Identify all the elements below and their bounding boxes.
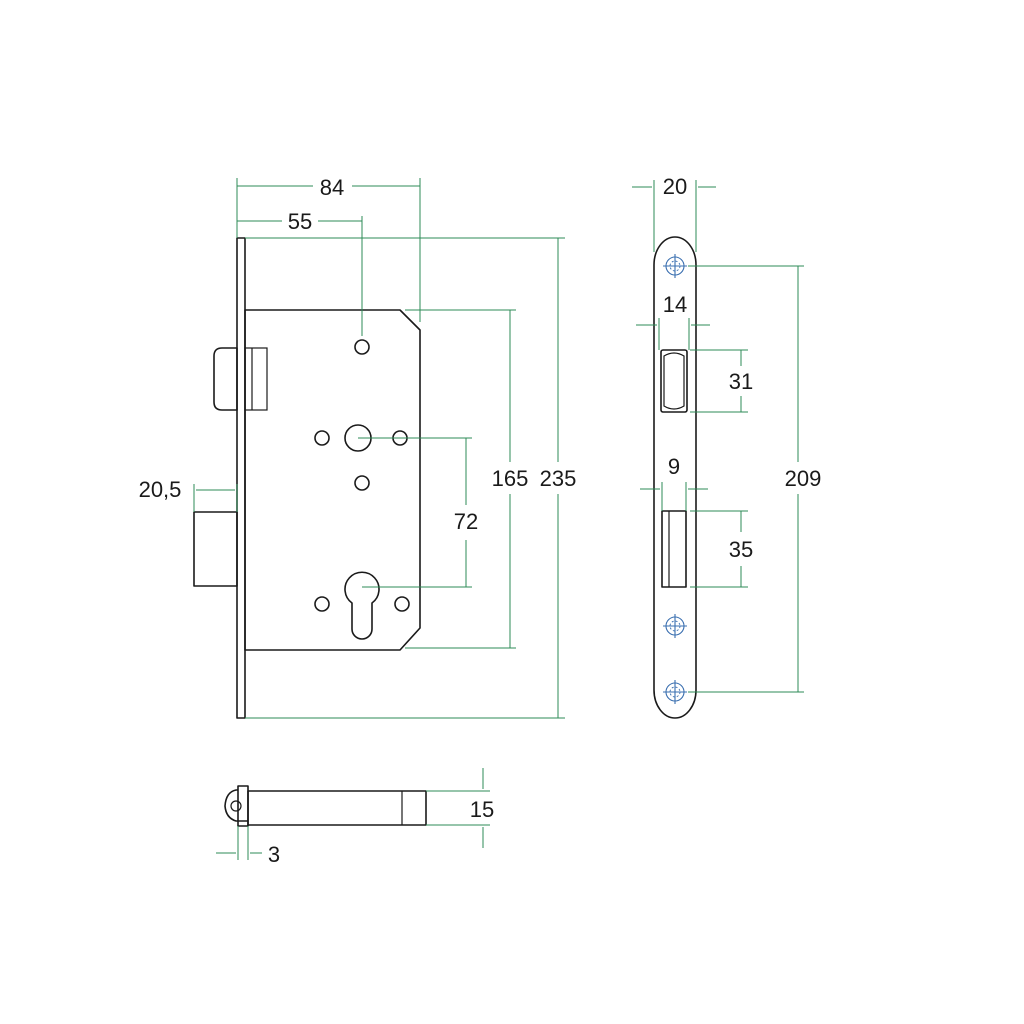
side-faceplate (653, 236, 697, 719)
latch-bolt (213, 347, 238, 411)
dim-55-label: 55 (288, 209, 312, 234)
front-faceplate (236, 237, 246, 719)
dim-20-label: 20 (663, 174, 687, 199)
dim-31-label: 31 (729, 369, 753, 394)
bottom-screw-icon (663, 680, 687, 704)
dim-3-label: 3 (268, 842, 280, 867)
top-screw-icon (663, 254, 687, 278)
lower-left-hole (314, 596, 330, 612)
bottom-hook (224, 789, 248, 822)
dim-72-label: 72 (454, 509, 478, 534)
dim-14-label: 14 (663, 292, 687, 317)
bottom-plate (237, 785, 249, 827)
top-hole (354, 339, 370, 355)
side-dimensions: 20 14 31 9 35 209 (632, 174, 822, 693)
latch-bolt-housing (244, 347, 268, 411)
dim-20-5-label: 20,5 (139, 477, 182, 502)
dim-84-label: 84 (320, 175, 344, 200)
bottom-dimensions: 15 3 (216, 768, 494, 867)
bottom-hook-inner (230, 800, 242, 812)
bottom-bolt-body (247, 790, 427, 826)
dim-165-label: 165 (492, 466, 529, 491)
side-view (653, 236, 697, 719)
side-screws (663, 254, 687, 704)
front-view (193, 237, 421, 719)
dim-9-label: 9 (668, 454, 680, 479)
front-dimensions: 84 55 165 235 72 20,5 (139, 175, 577, 719)
middle-screw-icon (663, 614, 687, 638)
lock-case-body (244, 309, 421, 651)
dead-bolt (193, 511, 238, 587)
middle-hole (354, 475, 370, 491)
dim-35-label: 35 (729, 537, 753, 562)
left-fixing-hole (314, 430, 330, 446)
cylinder-keyhole (344, 571, 380, 640)
dim-15-label: 15 (470, 797, 494, 822)
side-bolt-opening (661, 510, 687, 588)
dim-235-label: 235 (540, 466, 577, 491)
side-latch-bolt (663, 352, 685, 410)
dim-209-label: 209 (785, 466, 822, 491)
lower-right-hole (394, 596, 410, 612)
side-latch-opening (660, 349, 688, 413)
bottom-view (224, 785, 427, 827)
